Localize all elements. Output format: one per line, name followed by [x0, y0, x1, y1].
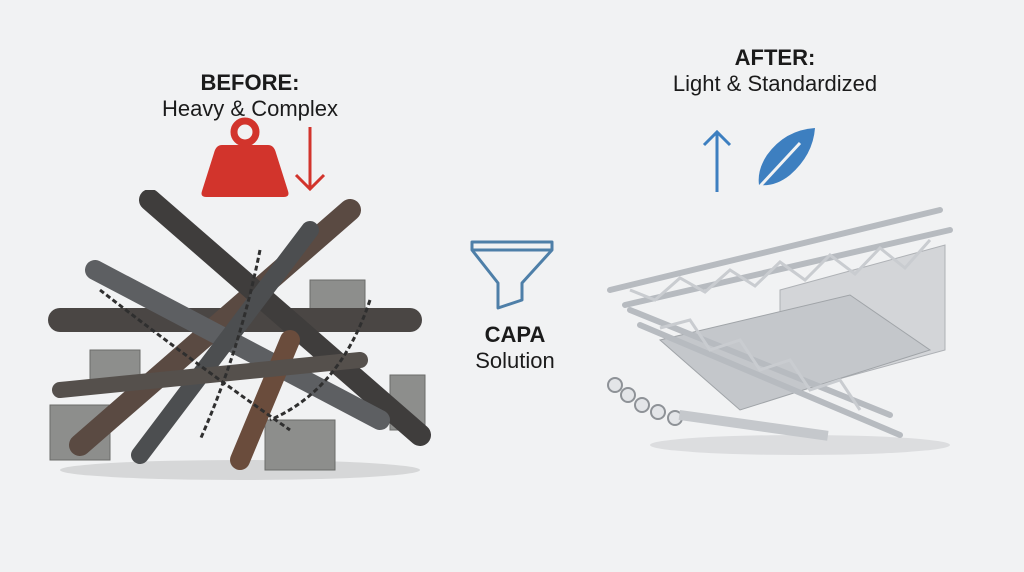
before-heading: BEFORE: [200, 70, 300, 95]
funnel-icon [470, 240, 554, 310]
light-materials-illustration [607, 207, 953, 455]
after-subheading: Light & Standardized [672, 71, 878, 96]
arrow-down-icon [294, 127, 326, 192]
heavy-materials-pile-illustration [48, 190, 431, 480]
after-heading: AFTER: [734, 45, 816, 70]
weight-icon [201, 117, 289, 197]
arrow-up-icon [702, 129, 732, 192]
capa-label: CAPA Solution [450, 322, 580, 374]
after-title: AFTER: Light & Standardized [630, 45, 920, 97]
before-title: BEFORE: Heavy & Complex [120, 70, 380, 122]
capa-heading: CAPA [484, 322, 546, 347]
capa-subheading: Solution [475, 348, 555, 373]
before-subheading: Heavy & Complex [161, 96, 339, 121]
feather-icon [748, 128, 815, 199]
